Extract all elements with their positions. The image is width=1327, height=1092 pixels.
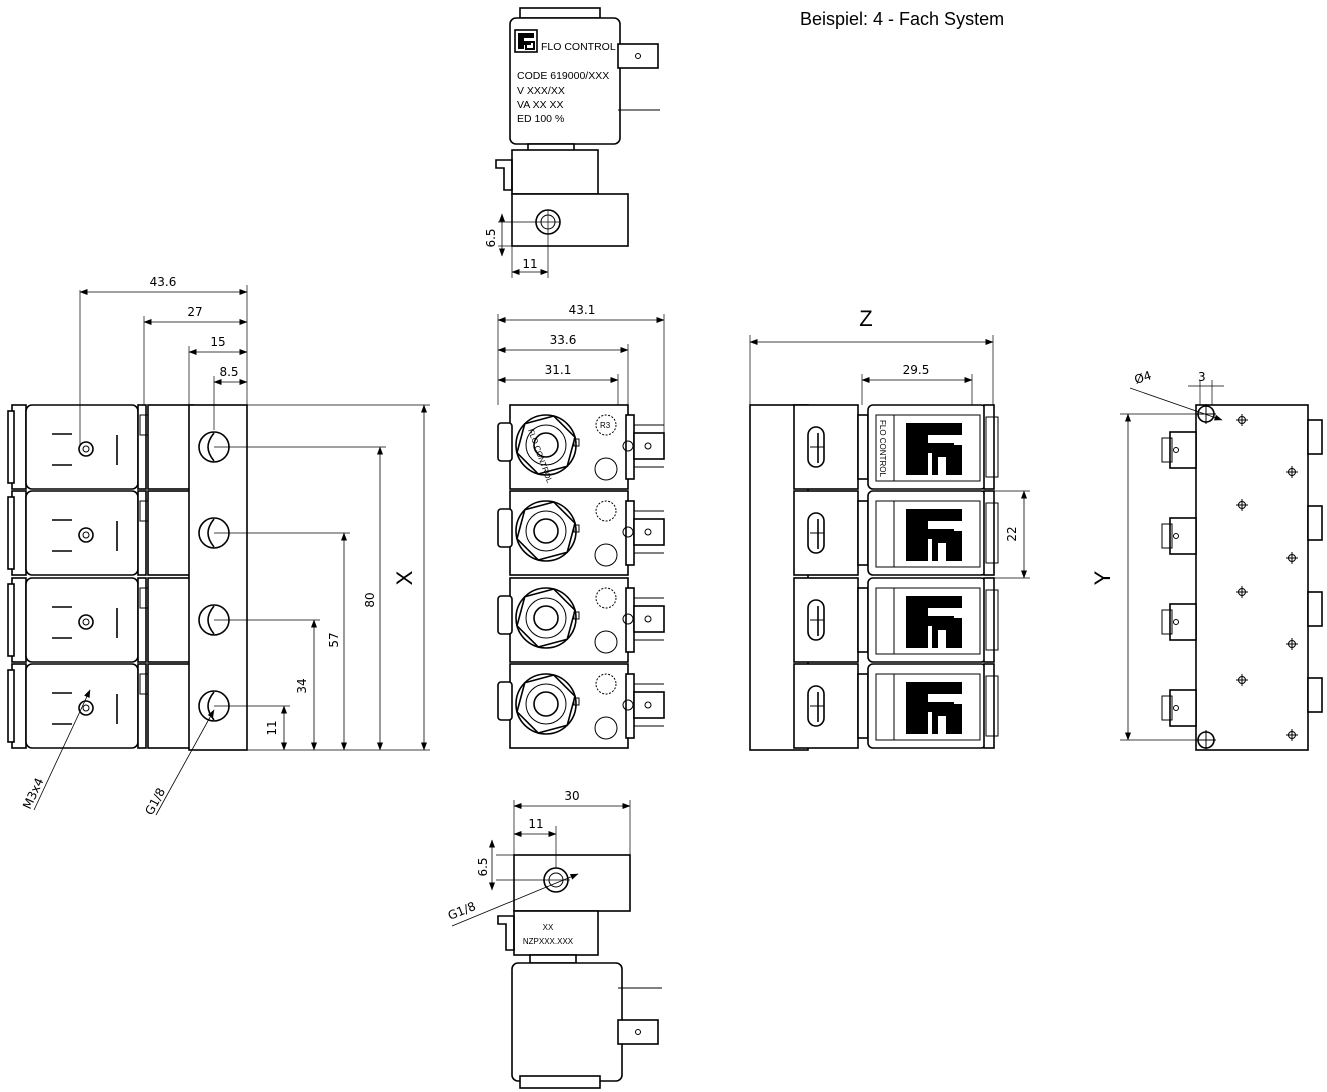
side-callout-thread: M3x4 [20,776,47,812]
side-dim-11: 11 [265,720,279,735]
base-dim-dia: Ø4 [1133,368,1154,387]
base-label-y: Y [1090,570,1115,585]
side-dim-34: 34 [295,678,309,693]
top-coil-line: V XXX/XX [517,85,565,97]
top-coil-view: FLO CONTROL CODE 619000/XXX V XXX/XX VA … [484,7,660,278]
side-dim-27: 27 [187,305,202,319]
base-view: Y Ø4 3 [1090,368,1323,751]
side-callout-port: G1/8 [142,786,168,818]
front-dim-31-1: 31.1 [545,363,572,377]
back-dim-22: 22 [1005,526,1019,541]
back-label-z: Z [859,306,872,331]
side-dim-8-5: 8.5 [219,365,238,379]
top-coil-line: ED 100 % [517,113,564,125]
bottom-dim-6-5: 6.5 [476,857,490,876]
side-dim-80: 80 [363,592,377,607]
back-plate-text: FLO CONTROL [878,420,887,477]
bottom-label-line: XX [543,923,554,932]
top-coil-line: CODE 619000/XXX [517,70,609,82]
front-badge: R3 [600,421,611,430]
back-dim-29-5: 29.5 [903,363,930,377]
top-coil-line: VA XX XX [517,99,564,111]
front-view: FLO CONTROL R3 43.1 33.6 31.1 [497,303,665,749]
front-dim-43-1: 43.1 [569,303,596,317]
top-coil-dim-h: 6.5 [484,228,498,247]
base-dim-3: 3 [1198,370,1206,384]
bottom-dim-11: 11 [528,817,543,831]
top-coil-dim-w: 11 [522,257,537,271]
bottom-coil-view: 30 11 6.5 G1/8 XX NZPXXX.XXX [446,789,662,1089]
side-view: 43.6 27 15 8.5 80 57 34 11 X M3x4 G1/8 [7,275,430,818]
side-dim-57: 57 [327,632,341,647]
bottom-label-line: NZPXXX.XXX [523,937,574,946]
back-view: FLO CONTROL Z 29.5 22 [749,306,1030,751]
side-dim-15: 15 [210,335,225,349]
side-dim-43-6: 43.6 [150,275,177,289]
bottom-callout-port: G1/8 [446,899,478,923]
page-title: Beispiel: 4 - Fach System [800,9,1004,29]
bottom-dim-30: 30 [564,789,579,803]
top-coil-brand: FLO CONTROL [541,41,616,53]
side-label-x: X [392,570,417,585]
front-dim-33-6: 33.6 [550,333,577,347]
